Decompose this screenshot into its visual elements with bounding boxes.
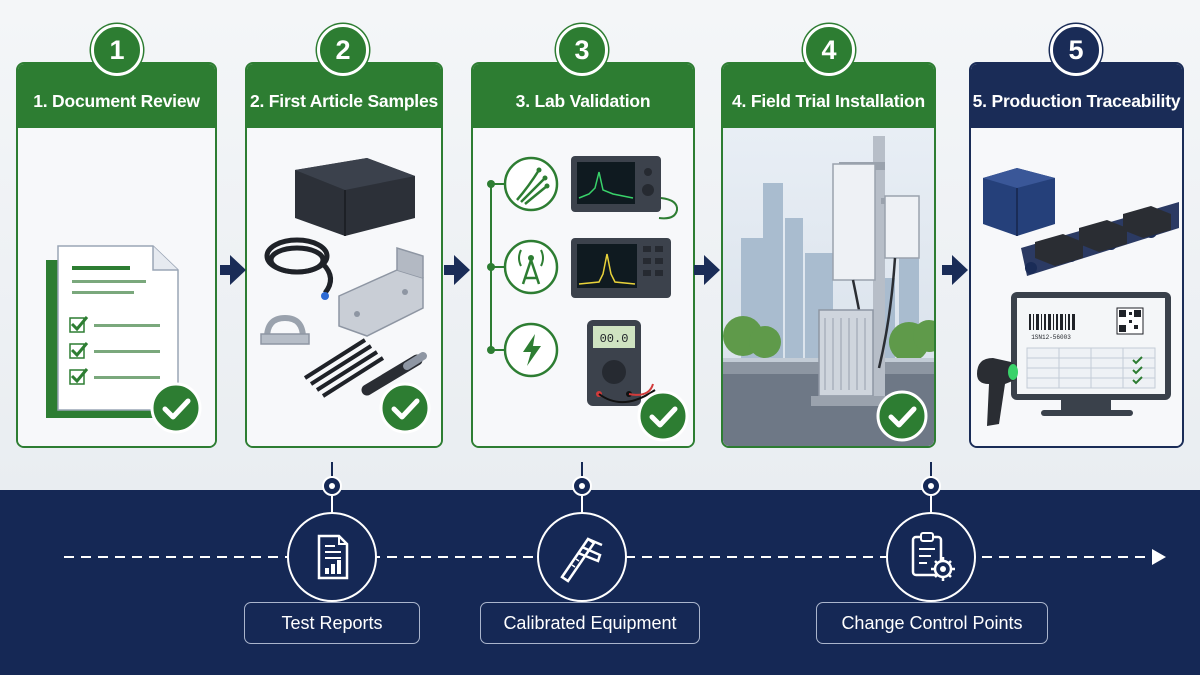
- check-badge-icon: [150, 382, 202, 434]
- timeline-node-calibrated-equipment: [537, 512, 627, 602]
- u-bolt-icon: [260, 314, 310, 345]
- stage-document-review: 1. Document Review: [16, 62, 217, 448]
- cable-coil-icon: [264, 237, 333, 295]
- timeline-label-change-control-points: Change Control Points: [816, 602, 1048, 644]
- radio-unit-icon: [832, 163, 920, 369]
- cable-ties-icon: [303, 338, 385, 398]
- spectrum-analyzer-icon: [571, 156, 679, 220]
- stage-number-2: 2: [317, 24, 369, 76]
- timeline-node-change-control: [886, 512, 976, 602]
- stage-number-1: 1: [91, 24, 143, 76]
- qr-code-icon: [1116, 307, 1144, 335]
- caliper-icon: [560, 537, 603, 583]
- timeline-label-test-reports: Test Reports: [244, 602, 420, 644]
- lightning-bolt-icon: [503, 322, 559, 378]
- shipping-box-icon: [983, 168, 1055, 236]
- stage-title: 2. First Article Samples: [249, 91, 439, 111]
- conveyor-belt-icon: [1021, 202, 1179, 276]
- enclosure-box-icon: [295, 158, 415, 236]
- multimeter-icon: 00.0: [587, 320, 656, 406]
- stage-header: 3. Lab Validation: [473, 64, 693, 128]
- document-checklist-icon: [46, 245, 179, 418]
- sample-parts-icon: [260, 158, 427, 398]
- meter-reading: 00.0: [600, 332, 629, 346]
- antenna-signal-icon: [503, 239, 559, 295]
- stage-title: 1. Document Review: [33, 91, 200, 111]
- barcode-icon: [1029, 314, 1075, 330]
- check-badge-icon: [379, 382, 431, 434]
- stage-header: 1. Document Review: [18, 64, 215, 128]
- stage-production-traceability: 5. Production Traceability: [969, 62, 1184, 448]
- stage-number-4: 4: [803, 24, 855, 76]
- check-badge-icon: [876, 390, 928, 442]
- check-badge-icon: [637, 390, 689, 442]
- bracket-icon: [338, 246, 424, 337]
- arrow-right-icon: [220, 255, 246, 285]
- arrow-right-icon: [444, 255, 470, 285]
- stage-title: 3. Lab Validation: [515, 91, 651, 111]
- report-chart-icon: [317, 534, 349, 580]
- signal-analyzer-icon: [571, 238, 671, 298]
- timeline-node-test-reports: [287, 512, 377, 602]
- arrow-right-icon: [694, 255, 720, 285]
- trees-icon: [723, 316, 934, 362]
- clipboard-gear-icon: [911, 532, 955, 581]
- barcode-scanner-icon: [977, 358, 1018, 426]
- fiber-optic-icon: [503, 156, 559, 212]
- stage-title: 5. Production Traceability: [972, 91, 1181, 111]
- traceability-scene: 1SN12-56003: [977, 168, 1179, 426]
- stage-number-5: 5: [1050, 24, 1102, 76]
- connectors: [322, 462, 941, 514]
- barcode-number: 1SN12-56003: [1031, 334, 1071, 341]
- connector-icon: [361, 352, 427, 396]
- stage-number-3: 3: [556, 24, 608, 76]
- stage-body: 1SN12-56003: [971, 128, 1182, 446]
- stage-body: [18, 128, 215, 446]
- outdoor-cabinet-icon: [811, 309, 901, 406]
- timeline-label-calibrated-equipment: Calibrated Equipment: [480, 602, 700, 644]
- lab-test-setup: 00.0: [487, 156, 679, 406]
- stage-title: 4. Field Trial Installation: [732, 91, 925, 111]
- arrow-right-icon: [942, 255, 968, 285]
